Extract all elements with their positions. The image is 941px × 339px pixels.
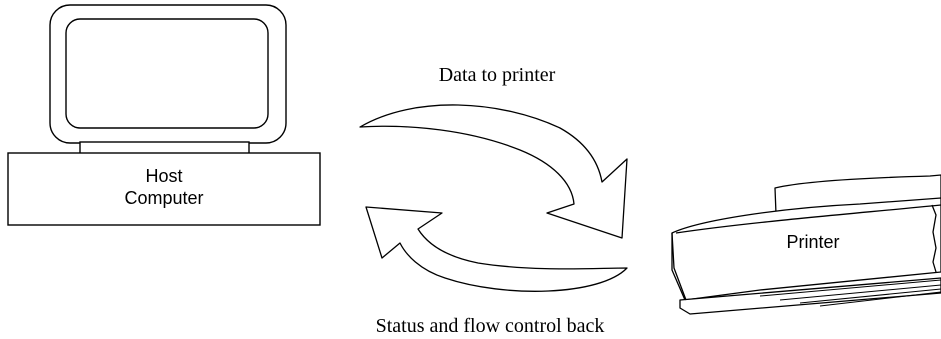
status-flow-back-arrow [365,206,628,292]
printer-front-ridges [759,279,941,307]
data-to-printer-label: Data to printer [439,64,556,86]
printer-label: Printer [786,232,839,252]
host-computer [7,4,321,226]
monitor-screen [65,18,269,129]
printer-body [671,197,941,301]
printer-base [679,277,941,315]
printer-cover-line [675,204,941,234]
monitor-stand [79,141,250,155]
printer [671,174,941,315]
host-label-line1: Host [145,166,182,186]
host-label-line2: Computer [124,188,203,208]
data-to-printer-arrow [359,104,628,239]
computer-base [7,152,321,226]
printer-side-edge [931,204,937,273]
status-flow-back-label: Status and flow control back [376,315,605,337]
printer-left-edge [671,232,687,301]
